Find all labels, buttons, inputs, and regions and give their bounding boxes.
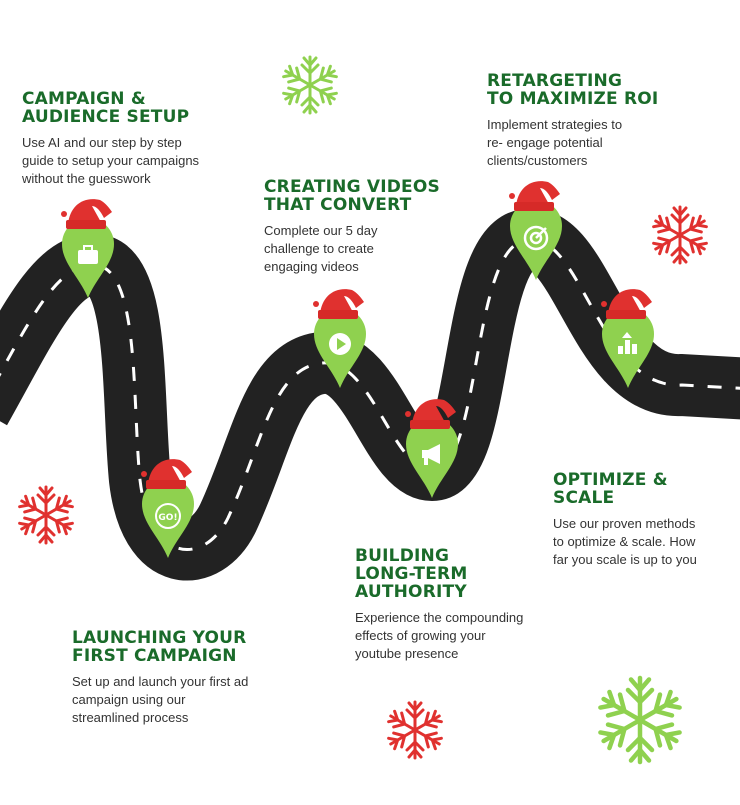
step-campaign-setup: CAMPAIGN & AUDIENCE SETUP Use AI and our… xyxy=(22,90,262,188)
svg-text:GO!: GO! xyxy=(158,513,177,523)
step-pin-retargeting xyxy=(509,181,562,280)
step-description: Use our proven methods to optimize & sca… xyxy=(553,516,697,567)
step-description: Experience the compounding effects of gr… xyxy=(355,610,524,661)
step-title: CREATING VIDEOS THAT CONVERT xyxy=(264,177,440,215)
snowflake-icon xyxy=(18,487,74,543)
snowflake-icon xyxy=(598,678,683,762)
step-authority: BUILDING LONG-TERM AUTHORITY Experience … xyxy=(355,547,575,663)
step-title: BUILDING LONG-TERM AUTHORITY xyxy=(355,546,468,602)
step-title: OPTIMIZE & SCALE xyxy=(553,470,668,508)
megaphone-icon xyxy=(422,444,440,465)
step-title: LAUNCHING YOUR FIRST CAMPAIGN xyxy=(72,628,247,666)
step-description: Complete our 5 day challenge to create e… xyxy=(264,223,378,274)
go-icon: GO! xyxy=(155,503,181,529)
step-title: CAMPAIGN & AUDIENCE SETUP xyxy=(22,89,190,127)
target-icon xyxy=(523,225,549,251)
step-pin-launch: GO! xyxy=(141,459,194,558)
step-pin-optimize xyxy=(601,289,654,388)
step-launch-campaign: LAUNCHING YOUR FIRST CAMPAIGN Set up and… xyxy=(72,629,312,727)
step-optimize-scale: OPTIMIZE & SCALE Use our proven methods … xyxy=(553,471,738,569)
step-title: RETARGETING TO MAXIMIZE ROI xyxy=(487,71,659,109)
play-icon xyxy=(329,333,351,355)
step-pin-authority xyxy=(405,399,458,498)
step-description: Set up and launch your first ad campaign… xyxy=(72,674,249,725)
snowflake-icon xyxy=(387,702,443,758)
step-retargeting: RETARGETING TO MAXIMIZE ROI Implement st… xyxy=(487,72,707,170)
snowflake-icon xyxy=(282,57,338,113)
step-description: Implement strategies to re- engage poten… xyxy=(487,117,623,168)
briefcase-icon xyxy=(78,245,98,264)
step-description: Use AI and our step by step guide to set… xyxy=(22,135,200,186)
step-creating-videos: CREATING VIDEOS THAT CONVERT Complete ou… xyxy=(264,178,484,276)
snowflake-icon xyxy=(652,207,708,263)
step-pin-videos xyxy=(313,289,366,388)
growth-chart-icon xyxy=(618,332,637,354)
step-pin-campaign-setup xyxy=(61,199,114,298)
